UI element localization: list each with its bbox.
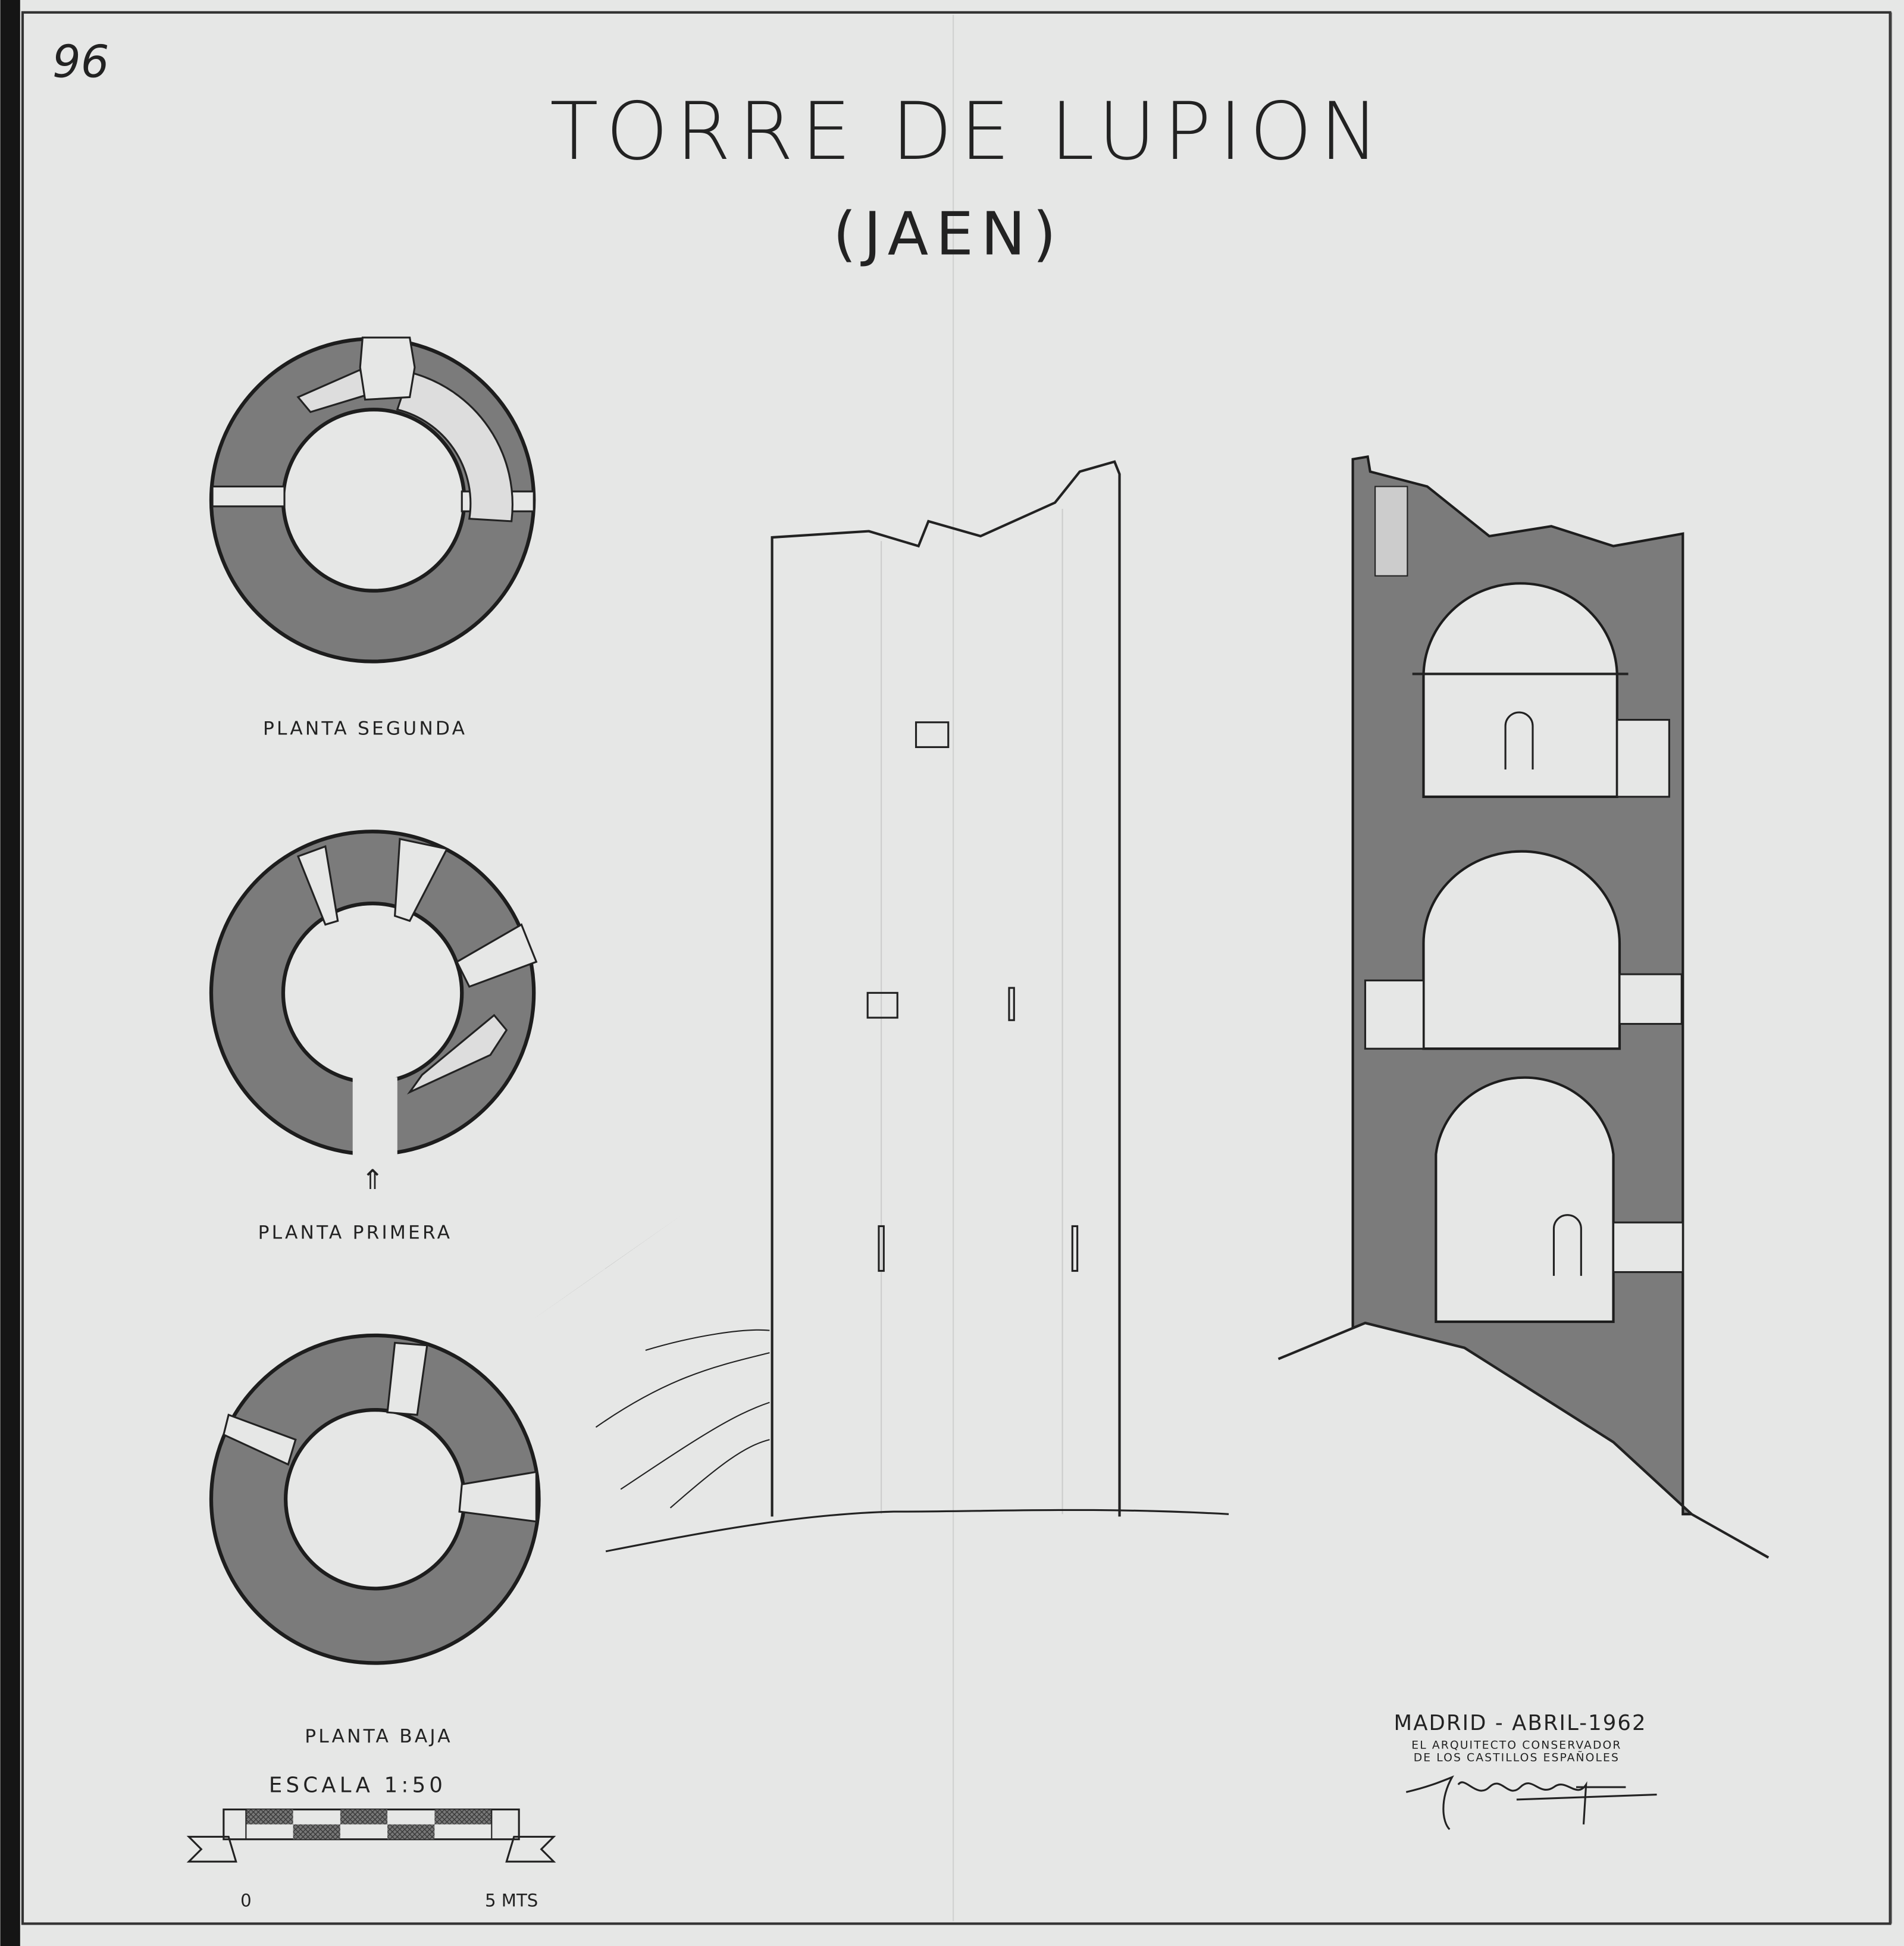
plan-label: PLANTA PRIMERA <box>258 1222 453 1243</box>
title-block: MADRID - ABRIL-1962 EL ARQUITECTO CONSER… <box>1394 1711 1657 1831</box>
tower-elevation <box>595 460 1229 1553</box>
entrance-arrow-icon: ⇑ <box>361 1163 384 1196</box>
north-arrow-icon <box>506 1210 689 1338</box>
window <box>866 991 898 1019</box>
page-title: TORRE DE LUPION <box>550 86 1386 178</box>
sheet-number: 96 <box>52 35 109 87</box>
scale-start: 0 <box>240 1890 252 1910</box>
plan-label: PLANTA SEGUNDA <box>263 718 467 740</box>
architect-role-line1: EL ARQUITECTO CONSERVADOR <box>1411 1739 1621 1751</box>
window <box>915 721 950 749</box>
scan-edge <box>0 0 20 1946</box>
plan-label: PLANTA BAJA <box>305 1726 453 1747</box>
sheet-border <box>21 11 1892 1925</box>
tower-section <box>1277 455 1770 1559</box>
plan-primera: ⇑ PLANTA PRIMERA <box>209 830 538 1243</box>
scale-bar: ESCALA 1:50 0 5 MTS <box>186 1773 556 1910</box>
plan-baja: PLANTA BAJA <box>209 1333 541 1747</box>
page-subtitle: (JAEN) <box>833 199 1064 269</box>
scale-label: ESCALA 1:50 <box>269 1773 446 1797</box>
place-date: MADRID - ABRIL-1962 <box>1394 1711 1647 1735</box>
scale-end: 5 MTS <box>485 1890 538 1910</box>
signature <box>1405 1775 1657 1831</box>
plan-segunda: PLANTA SEGUNDA <box>209 336 536 740</box>
architect-role-line2: DE LOS CASTILLOS ESPAÑOLES <box>1414 1750 1620 1764</box>
